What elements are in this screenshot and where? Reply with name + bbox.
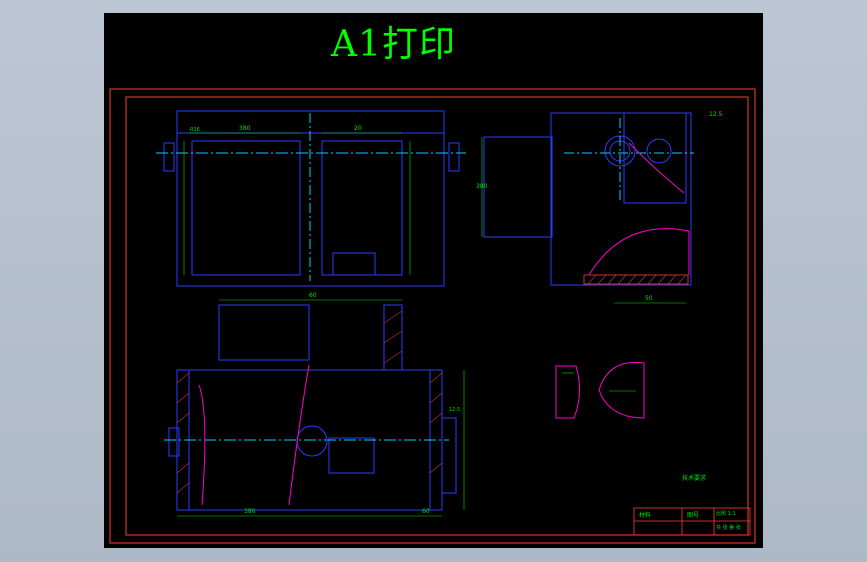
title-block-material: 材料 (639, 512, 652, 519)
svg-text:12.5: 12.5 (709, 111, 723, 118)
title-block (633, 507, 751, 536)
sheet-title: A1打印 (331, 24, 456, 65)
svg-text:380: 380 (244, 508, 256, 515)
front-section-curve-left (198, 384, 206, 506)
svg-text:R16: R16 (190, 127, 200, 133)
inner-frame (125, 96, 749, 536)
detail-view-a (555, 365, 580, 419)
title-block-notes-header: 技术要求 (682, 475, 707, 482)
front-section-curve (288, 364, 310, 506)
side-view-hatch-lines (587, 274, 687, 285)
svg-text:60: 60 (309, 292, 317, 299)
title-block-sheet: 共 张 第 张 (716, 525, 741, 531)
side-view-dimensions: 380 50 12.5 (476, 111, 723, 304)
detail-view-b (598, 361, 645, 419)
svg-text:20: 20 (354, 125, 362, 132)
title-block-drawing-no: 图号 (687, 512, 700, 519)
front-section-hatch (176, 310, 443, 494)
side-view-arch (588, 228, 690, 276)
title-block-scale: 比例 1:1 (716, 511, 736, 517)
cad-drawing-canvas[interactable]: A1打印 380 20 R16 (104, 13, 763, 548)
svg-text:380: 380 (476, 183, 488, 190)
svg-text:50: 50 (645, 295, 653, 302)
svg-text:12.5: 12.5 (449, 407, 460, 413)
front-section-view (164, 304, 457, 511)
outer-frame (109, 88, 756, 544)
svg-text:60: 60 (422, 508, 430, 515)
svg-text:380: 380 (239, 125, 251, 132)
front-section-dimensions: 60 380 60 12.5 (177, 292, 465, 517)
drawing-svg: 380 20 R16 380 50 (109, 88, 756, 544)
side-view-curve (628, 142, 685, 194)
top-view-dimensions: 380 20 R16 (183, 125, 411, 275)
top-view (156, 110, 466, 287)
side-view (483, 112, 694, 286)
